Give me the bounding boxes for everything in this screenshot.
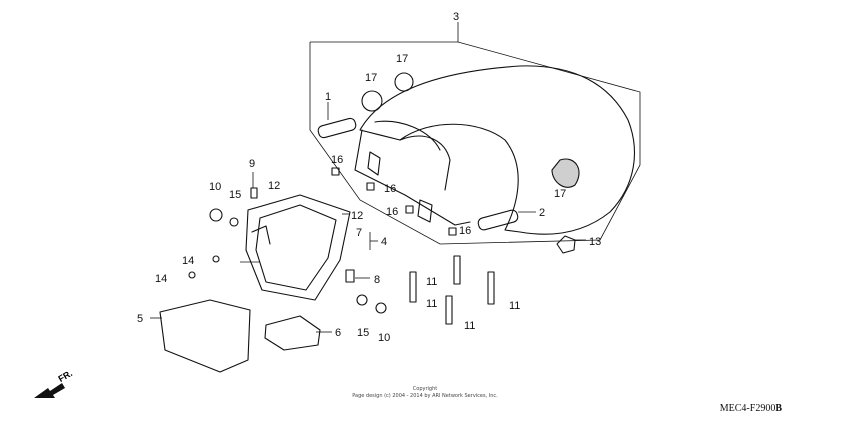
screw-14-a xyxy=(212,255,220,263)
diagram-code: MEC4-F2900B xyxy=(720,403,782,414)
inner-fender xyxy=(245,194,351,301)
callout-17-a: 17 xyxy=(396,53,408,65)
cap-17-b xyxy=(361,90,383,112)
callout-7: 7 xyxy=(356,227,362,239)
callout-16-b: 16 xyxy=(384,183,396,195)
callout-16-c: 16 xyxy=(386,206,398,218)
washer-15-b xyxy=(356,294,368,306)
callout-16-a: 16 xyxy=(331,154,343,166)
callout-14-b: 14 xyxy=(155,273,167,285)
callout-12-b: 12 xyxy=(351,210,363,222)
cap-17-a xyxy=(394,72,414,92)
diagram-code-text: MEC4-F2900 xyxy=(719,403,776,414)
callout-16-d: 16 xyxy=(459,225,471,237)
callout-3: 3 xyxy=(453,11,459,23)
emblem-strip-2 xyxy=(477,209,519,231)
callout-15-b: 15 xyxy=(357,327,369,339)
callout-17-c: 17 xyxy=(554,188,566,200)
callout-1: 1 xyxy=(325,91,331,103)
callout-13: 13 xyxy=(589,236,601,248)
diagram-code-suffix: B xyxy=(775,403,782,414)
copyright-line-2: Page design (c) 2004 - 2014 by ARI Netwo… xyxy=(352,393,498,399)
bolts-11 xyxy=(409,255,495,325)
callout-2: 2 xyxy=(539,207,545,219)
nut-10-a xyxy=(209,208,223,222)
nut-10-b xyxy=(375,302,387,314)
callout-12-a: 12 xyxy=(268,180,280,192)
washer-15-a xyxy=(229,217,239,227)
callout-14-a: 14 xyxy=(182,255,194,267)
callout-11-c: 11 xyxy=(464,320,475,332)
rear-fender xyxy=(354,65,636,235)
callout-11-d: 11 xyxy=(509,300,520,312)
callout-11-b: 11 xyxy=(426,298,437,310)
callout-10-b: 10 xyxy=(378,332,390,344)
rear-piece-6 xyxy=(264,315,321,351)
clip-9 xyxy=(250,187,258,199)
callout-9: 9 xyxy=(249,158,255,170)
callout-15-a: 15 xyxy=(229,189,241,201)
group-outline-3 xyxy=(309,41,641,245)
callout-17-b: 17 xyxy=(365,72,377,84)
callout-8: 8 xyxy=(374,274,380,286)
callout-11-a: 11 xyxy=(426,276,437,288)
callout-4: 4 xyxy=(381,236,387,248)
screw-14-b xyxy=(188,271,196,279)
clip-8 xyxy=(345,269,355,283)
callout-6: 6 xyxy=(335,327,341,339)
emblem-strip-1 xyxy=(317,117,357,139)
front-arrow-icon xyxy=(34,383,65,398)
grommet-13 xyxy=(556,235,576,254)
callout-10-a: 10 xyxy=(209,181,221,193)
callout-5: 5 xyxy=(137,313,143,325)
copyright-line-1: Copyright xyxy=(412,386,438,392)
mudguard-5 xyxy=(159,299,251,373)
clips-16 xyxy=(331,167,457,236)
leader-lines xyxy=(150,22,586,333)
